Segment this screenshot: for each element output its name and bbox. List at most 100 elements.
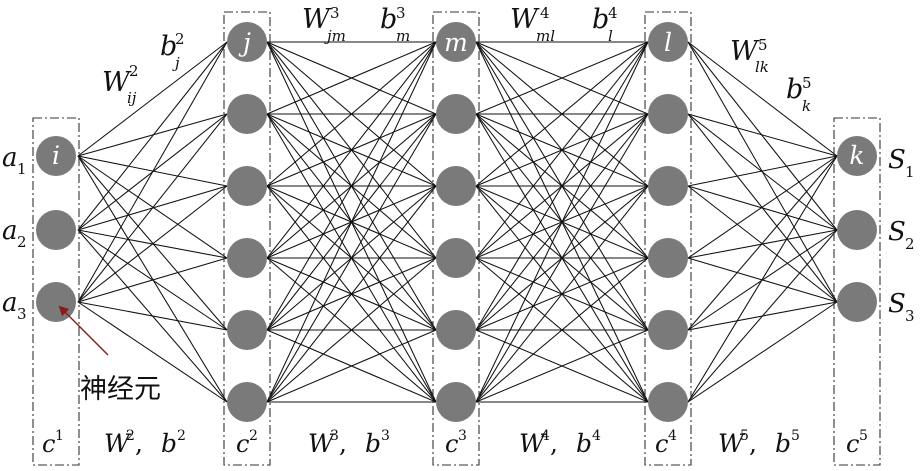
svg-text:b: b: [161, 429, 177, 458]
node-label-m: m: [444, 28, 468, 57]
connection-edge: [77, 301, 228, 403]
svg-text:1: 1: [905, 163, 915, 181]
svg-text:b: b: [775, 429, 791, 458]
input-label-a3: a 3: [2, 288, 27, 323]
connection-edge: [266, 113, 437, 403]
svg-text:1: 1: [55, 428, 64, 444]
neuron-hidden3-2: [648, 94, 688, 134]
weight-label-w3-jm: W 3 jm: [302, 4, 346, 45]
connection-edge: [77, 155, 228, 403]
neuron-output-3: [837, 282, 877, 322]
neuron-hidden2-4: [436, 238, 476, 278]
connection-edge: [77, 41, 228, 157]
layer-label-c3: c 3: [445, 428, 467, 458]
neuron-output-2: [837, 210, 877, 250]
svg-text:c: c: [846, 430, 859, 458]
svg-text:5: 5: [758, 36, 768, 54]
connection-edge: [266, 41, 437, 403]
connection-edge: [77, 113, 228, 157]
svg-text:2: 2: [17, 233, 27, 251]
weight-label-w4-ml: W 4 ml: [510, 4, 555, 45]
svg-text:S: S: [888, 145, 906, 175]
neuron-hidden1-3: [227, 166, 267, 206]
connection-label-4: W 4 , b 4: [519, 428, 601, 458]
svg-text:4: 4: [608, 4, 618, 22]
connection-edge: [687, 229, 838, 259]
svg-text:k: k: [802, 97, 811, 115]
connection-edge: [266, 185, 437, 403]
svg-text:S: S: [888, 217, 906, 247]
svg-text:,: ,: [135, 429, 143, 458]
input-label-a1: a 1: [2, 143, 27, 178]
connection-edge: [687, 155, 838, 331]
svg-text:2: 2: [249, 428, 258, 444]
connection-edge: [687, 41, 838, 231]
connection-edge: [687, 155, 838, 187]
svg-text:a: a: [2, 216, 18, 246]
svg-text:c: c: [42, 430, 55, 458]
connection-edge: [266, 41, 437, 259]
svg-text:3: 3: [381, 428, 390, 444]
svg-text:4: 4: [540, 4, 550, 22]
svg-text:b: b: [576, 429, 592, 458]
connection-edge: [77, 41, 228, 303]
connection-edge: [475, 41, 649, 115]
bias-label-b2-j: b 2 j: [160, 30, 185, 72]
layer-box-hidden3: [644, 11, 692, 466]
svg-text:S: S: [888, 289, 906, 319]
svg-text:W: W: [308, 429, 336, 458]
neuron-hidden1-6: [227, 382, 267, 422]
connection-label-5: W 5 , b 5: [718, 428, 800, 458]
layer-label-c4: c 4: [655, 428, 677, 458]
svg-text:b: b: [786, 74, 803, 105]
svg-text:lk: lk: [755, 58, 769, 76]
layer-box-hidden2: [432, 11, 480, 466]
connection-edge: [475, 257, 649, 403]
output-label-s2: S 2: [888, 217, 915, 253]
svg-text:2: 2: [175, 30, 185, 48]
svg-text:W: W: [730, 36, 760, 67]
neuron-hidden1-1: [227, 22, 267, 62]
svg-text:4: 4: [592, 428, 601, 444]
weight-label-w2-ij: W 2 ij: [102, 62, 139, 107]
svg-text:1: 1: [17, 160, 27, 178]
svg-text:5: 5: [802, 74, 812, 92]
input-label-a2: a 2: [2, 216, 27, 251]
svg-text:5: 5: [740, 428, 749, 444]
svg-text:ml: ml: [536, 27, 555, 45]
neuron-hidden1-2: [227, 94, 267, 134]
svg-text:,: ,: [339, 429, 347, 458]
node-label-i: i: [52, 141, 60, 170]
connection-edge: [687, 113, 838, 157]
connection-edge: [266, 257, 437, 403]
svg-text:b: b: [160, 31, 177, 62]
svg-text:2: 2: [129, 62, 139, 80]
connection-edge: [77, 155, 228, 259]
svg-text:,: ,: [749, 429, 757, 458]
connection-edge: [77, 301, 228, 331]
neuron-annotation-arrow: [58, 305, 109, 356]
connection-edge: [77, 257, 228, 303]
svg-text:b: b: [365, 429, 381, 458]
svg-text:3: 3: [396, 4, 406, 22]
connection-edge: [687, 155, 838, 403]
connection-edge: [77, 155, 228, 331]
connection-edge: [687, 185, 838, 231]
connection-label-2: W 2 , b 2: [104, 428, 186, 458]
connection-edge: [266, 41, 437, 115]
svg-text:3: 3: [905, 307, 915, 325]
connection-edge: [77, 41, 228, 231]
connection-label-3: W 3 , b 3: [308, 428, 390, 458]
neuron-hidden2-5: [436, 310, 476, 350]
connection-edge: [475, 329, 649, 403]
connection-edge: [475, 185, 649, 403]
neuron-hidden2-2: [436, 94, 476, 134]
neuron-input-3: [36, 282, 76, 322]
svg-text:W: W: [519, 429, 547, 458]
connection-edge: [687, 113, 838, 231]
neuron-hidden3-5: [648, 310, 688, 350]
layer-box-input: [32, 117, 80, 466]
connection-edge: [77, 185, 228, 303]
connections: [77, 41, 838, 403]
neuron-hidden3-1: [648, 22, 688, 62]
